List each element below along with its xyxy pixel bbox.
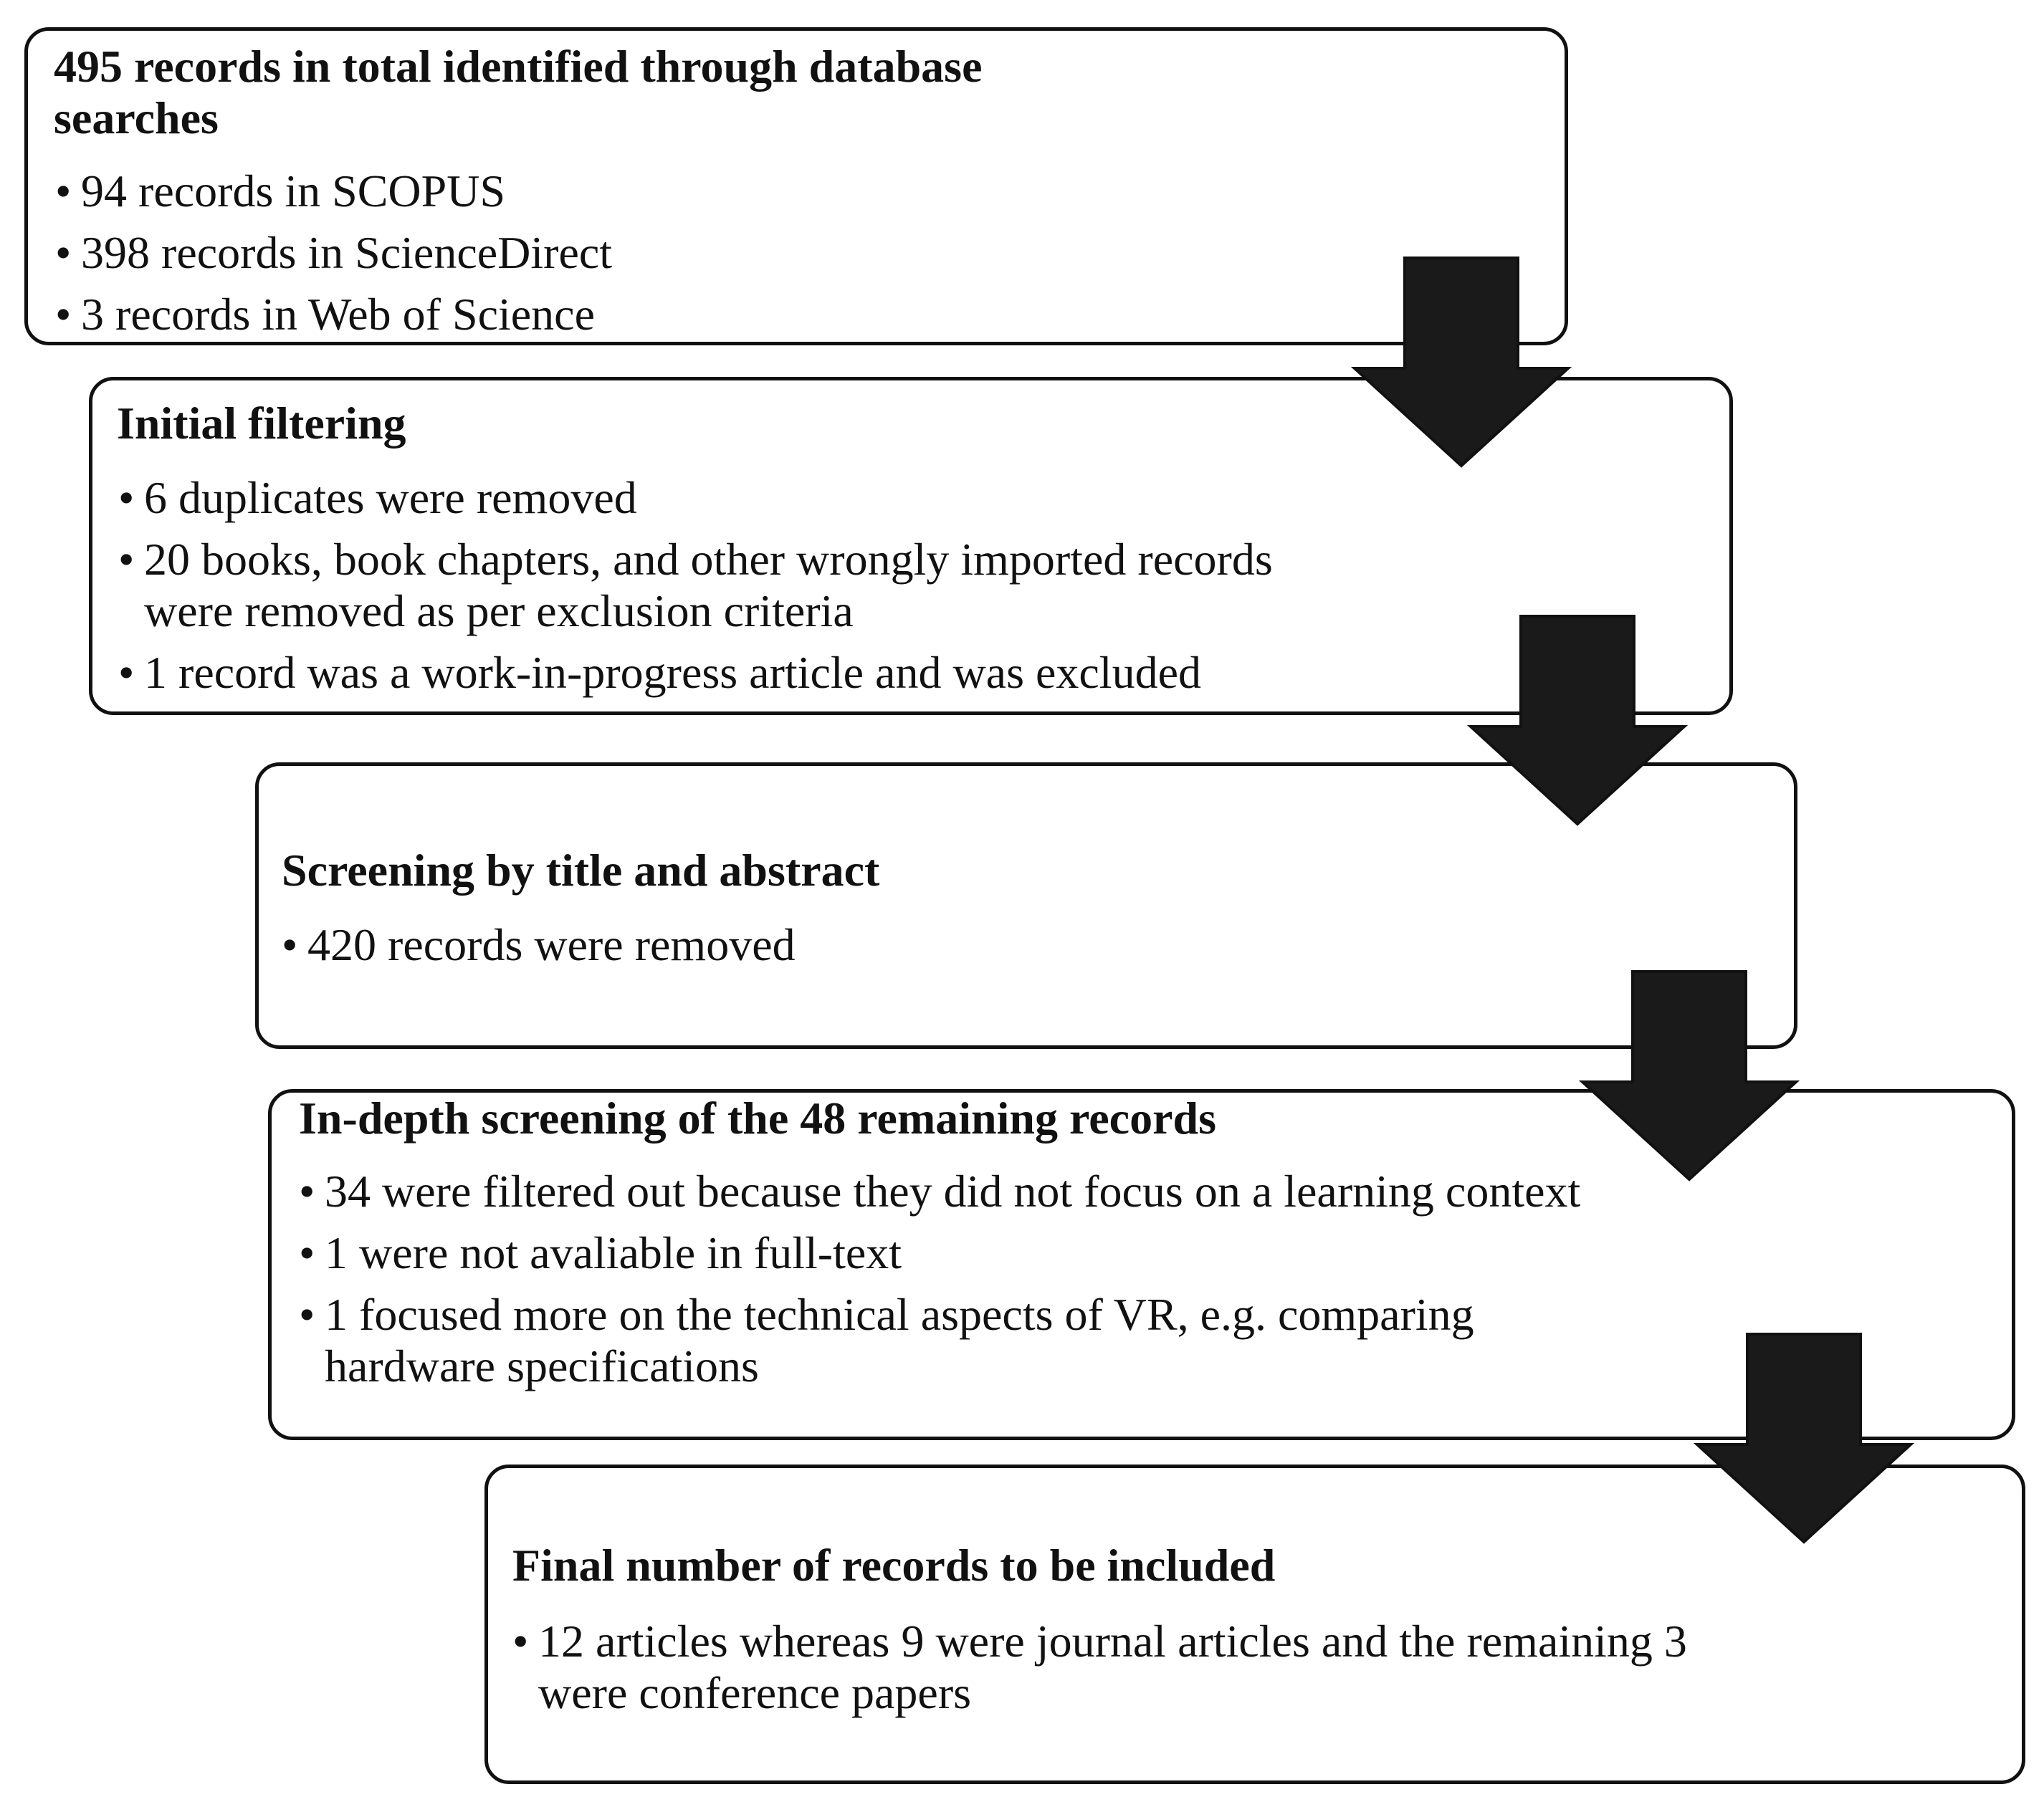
list-item: 6 duplicates were removed	[118, 472, 1294, 524]
list-item: 3 records in Web of Science	[55, 289, 1130, 340]
list-item: 20 books, book chapters, and other wrong…	[118, 534, 1294, 637]
step-box-identification: 495 records in total identified through …	[24, 27, 1568, 345]
step-items: 12 articles whereas 9 were journal artic…	[512, 1616, 1688, 1719]
step-title: Screening by title and abstract	[282, 845, 880, 896]
list-item: 12 articles whereas 9 were journal artic…	[512, 1616, 1688, 1719]
down-arrow-icon	[1693, 1333, 1915, 1544]
step-items: 6 duplicates were removed 20 books, book…	[118, 472, 1294, 699]
list-item: 1 record was a work-in-progress article …	[118, 647, 1506, 699]
step-title: 495 records in total identified through …	[54, 41, 983, 143]
arrow-shape	[1350, 257, 1572, 468]
list-item: 398 records in ScienceDirect	[55, 227, 1130, 279]
arrow-shape	[1466, 615, 1689, 826]
down-arrow-icon	[1466, 615, 1689, 826]
step-title: In-depth screening of the 48 remaining r…	[299, 1093, 1216, 1144]
down-arrow-icon	[1578, 970, 1800, 1182]
arrow-shape	[1578, 970, 1800, 1182]
step-items: 420 records were removed	[282, 919, 1572, 971]
arrow-shape	[1693, 1333, 1915, 1544]
step-title: Final number of records to be included	[512, 1540, 1276, 1591]
step-box-in-depth-screening: In-depth screening of the 48 remaining r…	[268, 1089, 2015, 1440]
step-box-title-abstract-screening: Screening by title and abstract 420 reco…	[255, 762, 1797, 1049]
list-item: 94 records in SCOPUS	[55, 166, 1130, 217]
step-title: Initial filtering	[117, 398, 406, 449]
list-item: 34 were filtered out because they did no…	[299, 1166, 1618, 1217]
step-items: 34 were filtered out because they did no…	[299, 1166, 1618, 1392]
list-item: 420 records were removed	[282, 919, 1572, 971]
step-items: 94 records in SCOPUS 398 records in Scie…	[55, 166, 1130, 340]
down-arrow-icon	[1350, 257, 1572, 468]
step-box-final-included: Final number of records to be included 1…	[484, 1465, 2025, 1784]
list-item: 1 were not avaliable in full-text	[299, 1227, 1618, 1279]
list-item: 1 focused more on the technical aspects …	[299, 1289, 1618, 1392]
